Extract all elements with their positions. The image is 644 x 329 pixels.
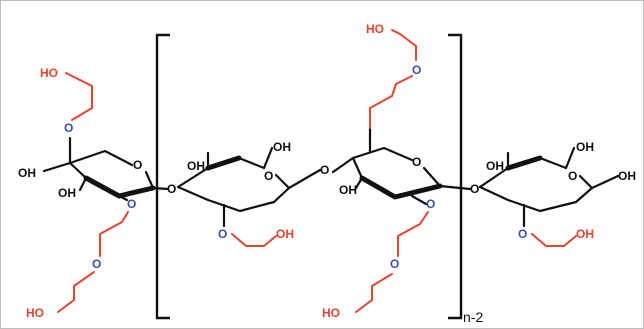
ring-3-c6-terminal-hydroxyl: HO <box>366 22 384 36</box>
ring-3-c6-chain-tail <box>391 29 417 61</box>
ring-3-c6-chain-oxygen: O <box>412 63 421 77</box>
ring-2-c3-hydroxyl: OH <box>187 159 205 173</box>
repeat-subscript: n-2 <box>463 309 483 325</box>
ring-4-c6-ether-oxygen: O <box>518 227 527 241</box>
ring-2-c2-hydroxyl: OH <box>273 140 291 154</box>
ring-3-c2-ether-oxygen: O <box>426 197 435 211</box>
ring-1-c6-terminal-hydroxyl: HO <box>40 66 58 80</box>
glycosidic-oxygen-3: O <box>470 182 479 196</box>
ring-4-c3-hydroxyl: OH <box>486 159 504 173</box>
ring-1-c6-ether-oxygen: O <box>64 121 73 135</box>
glycosidic-oxygen-1: O <box>167 182 176 196</box>
ring-1-c2-chain-tail <box>57 271 95 313</box>
ring-1-c6-hydroxyethyl-chain <box>65 72 93 121</box>
ring-3-oxygen: O <box>412 155 421 169</box>
ring-3-c2-terminal-hydroxyl: HO <box>322 306 340 320</box>
glycosidic-oxygen-2: O <box>320 163 329 177</box>
ring-1-c2-ether-oxygen: O <box>127 197 136 211</box>
ring-1-c2-hydroxyethyl-chain <box>99 211 129 257</box>
glucose-ring-3 <box>331 126 472 206</box>
ring-3-c6-hydroxyethyl-chain <box>369 75 413 129</box>
ring-3-c2-chain-tail <box>355 273 393 313</box>
right-bracket <box>448 33 463 320</box>
ring-1-c2-terminal-hydroxyl: HO <box>26 306 44 320</box>
glucose-ring-1 <box>42 136 170 202</box>
ring-4-c2-hydroxyl: OH <box>576 140 594 154</box>
ring-1-c3-hydroxyl: OH <box>58 186 76 200</box>
ring-4-anomeric-hydroxyl: OH <box>618 169 636 183</box>
ring-1-c2-chain-oxygen: O <box>92 257 101 271</box>
ring-2-oxygen: O <box>264 169 273 183</box>
ring-1-oxygen: O <box>133 158 142 172</box>
ring-1-c4-hydroxyl: OH <box>18 166 36 180</box>
ring-2-c6-terminal-hydroxyl: OH <box>276 227 294 241</box>
ring-4-c6-terminal-hydroxyl: OH <box>576 227 594 241</box>
ring-4-c6-hydroxyethyl-chain <box>531 233 577 247</box>
glucose-ring-4 <box>478 146 620 228</box>
ring-3-c3-hydroxyl: OH <box>339 183 357 197</box>
ring-3-c2-hydroxyethyl-chain <box>397 211 429 257</box>
glucose-ring-2 <box>176 146 322 228</box>
left-bracket <box>155 33 170 320</box>
ring-4-oxygen: O <box>568 169 577 183</box>
ring-2-c6-hydroxyethyl-chain <box>231 233 277 247</box>
ring-2-c6-ether-oxygen: O <box>218 227 227 241</box>
ring-3-c2-chain-oxygen: O <box>390 257 399 271</box>
